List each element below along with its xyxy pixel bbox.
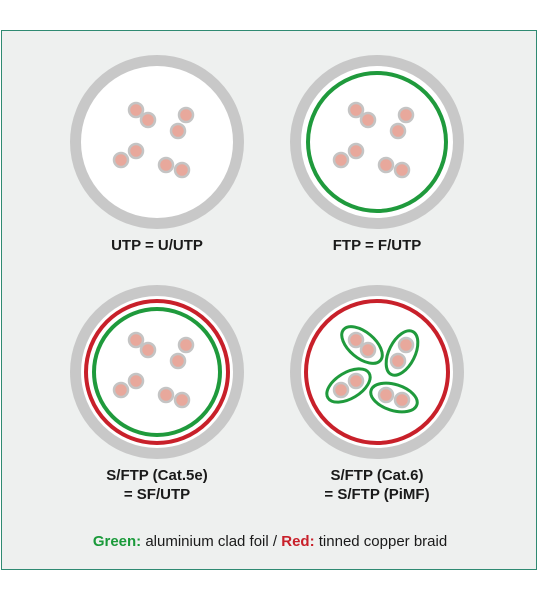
foil-shield <box>306 71 448 213</box>
wire-conductor <box>347 101 365 119</box>
pair-foil-shield <box>325 367 372 404</box>
wire-conductor <box>389 352 407 370</box>
cable-label-line: UTP = U/UTP <box>111 237 203 254</box>
cable-label-line: FTP = F/UTP <box>332 237 422 254</box>
foil-shield <box>92 307 222 437</box>
wire-conductor <box>177 336 195 354</box>
wire-conductor <box>359 341 377 359</box>
cable-core <box>301 66 453 218</box>
wire-conductor <box>177 106 195 124</box>
wire-conductor <box>139 341 157 359</box>
wire-conductor <box>347 372 365 390</box>
wire-conductor <box>389 122 407 140</box>
pair-foil-shield <box>369 381 419 414</box>
wire-conductor <box>359 111 377 129</box>
pair-foil-shield <box>384 329 420 377</box>
cable-core <box>81 296 233 448</box>
cable-core <box>301 296 453 448</box>
cable-core <box>81 66 233 218</box>
wire-conductor <box>157 156 175 174</box>
wire-conductor <box>127 331 145 349</box>
legend-braid-key: Red: <box>281 533 315 550</box>
copper-braid-shield <box>84 299 230 445</box>
pair-foil-shield <box>340 325 384 365</box>
cable-label-utp: UTP = U/UTP <box>37 236 277 255</box>
wire-conductor <box>127 142 145 160</box>
wire-conductor <box>127 372 145 390</box>
cable-label-sftp-cat5e: S/FTP (Cat.5e) = SF/UTP <box>37 466 277 504</box>
wire-conductor <box>157 386 175 404</box>
cable-label-line: = S/FTP (PiMF) <box>324 486 430 503</box>
legend-separator: / <box>268 533 282 550</box>
wire-conductor <box>347 142 365 160</box>
wire-conductor <box>112 151 130 169</box>
legend-foil-text: aluminium clad foil <box>141 533 269 550</box>
cable-label-line: = SF/UTP <box>123 486 191 503</box>
wire-conductor <box>393 391 411 409</box>
wire-conductor <box>397 106 415 124</box>
wire-conductor <box>377 156 395 174</box>
wire-conductor <box>332 151 350 169</box>
legend: Green: aluminium clad foil / Red: tinned… <box>0 533 540 550</box>
wire-conductor <box>397 336 415 354</box>
wire-conductor <box>169 122 187 140</box>
wire-conductor <box>127 101 145 119</box>
wire-conductor <box>112 381 130 399</box>
legend-foil-key: Green: <box>92 533 142 550</box>
legend-braid-text: tinned copper braid <box>314 533 448 550</box>
cable-label-line: S/FTP (Cat.5e) <box>106 467 208 484</box>
wire-conductor <box>347 331 365 349</box>
wire-conductor <box>169 352 187 370</box>
copper-braid-shield <box>304 299 450 445</box>
cable-label-sftp-cat6: S/FTP (Cat.6) = S/FTP (PiMF) <box>257 466 497 504</box>
wire-conductor <box>139 111 157 129</box>
wire-conductor <box>173 161 191 179</box>
cable-label-ftp: FTP = F/UTP <box>257 236 497 255</box>
wire-conductor <box>393 161 411 179</box>
cable-label-line: S/FTP (Cat.6) <box>330 467 424 484</box>
wire-conductor <box>173 391 191 409</box>
wire-conductor <box>377 386 395 404</box>
wire-conductor <box>332 381 350 399</box>
